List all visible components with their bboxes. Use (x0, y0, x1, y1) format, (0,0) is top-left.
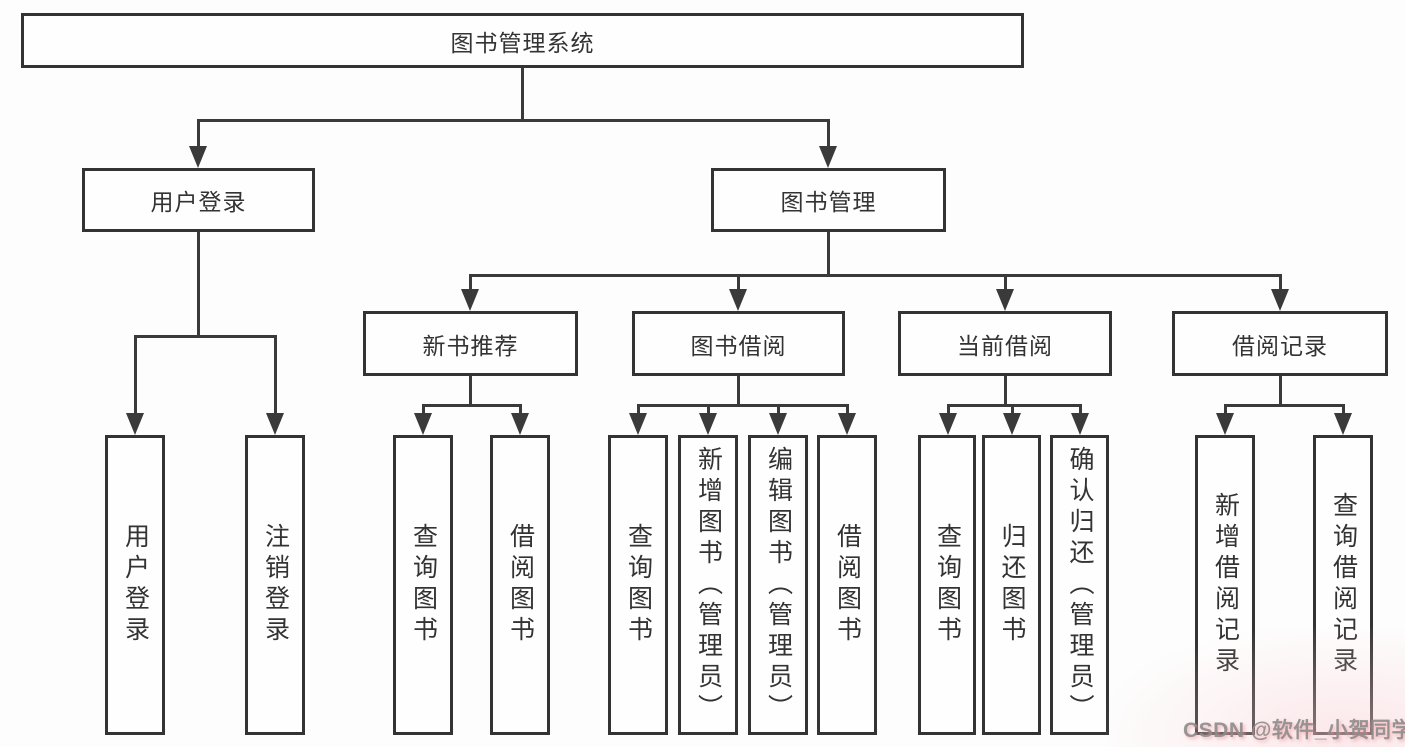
node-current-borrowing: 当前借阅 (898, 311, 1112, 376)
connector-line (469, 274, 1282, 277)
connector-line (1224, 404, 1227, 418)
connector-line (827, 230, 830, 277)
node-label: 借阅图书 (506, 523, 535, 647)
arrowhead-icon (699, 413, 717, 435)
connector-line (1279, 274, 1282, 294)
node-label: 当前借阅 (957, 332, 1053, 359)
arrowhead-icon (1071, 413, 1089, 435)
arrowhead-icon (1334, 413, 1352, 435)
arrowhead-icon (266, 413, 284, 435)
node-confirm-return-admin: 确认归还（管理员） (1050, 435, 1109, 735)
connector-line (947, 404, 1082, 407)
connector-line (469, 375, 472, 407)
connector-line (1079, 404, 1082, 418)
node-user-login-leaf: 用户登录 (105, 435, 165, 735)
connector-line (469, 274, 472, 294)
connector-line (1011, 404, 1014, 418)
connector-line (947, 404, 950, 418)
csdn-watermark: CSDN @软件_小贺同学 (1183, 719, 1405, 742)
arrowhead-icon (629, 413, 647, 435)
node-label: 用户登录 (150, 189, 247, 215)
connector-line (1004, 274, 1007, 294)
node-add-borrow-record: 新增借阅记录 (1195, 435, 1255, 735)
arrowhead-icon (511, 413, 529, 435)
node-query-books-recommend: 查询图书 (393, 435, 453, 735)
node-edit-books-admin: 编辑图书（管理员） (748, 435, 808, 735)
connector-line (777, 404, 780, 418)
node-label: 新书推荐 (422, 332, 519, 359)
connector-line (521, 66, 524, 122)
arrowhead-icon (189, 146, 207, 168)
connector-line (1342, 404, 1345, 418)
node-label: 归还图书 (998, 523, 1026, 647)
arrowhead-icon (996, 289, 1014, 311)
node-book-management: 图书管理 (711, 168, 946, 232)
connector-line (827, 119, 830, 151)
connector-line (737, 375, 740, 407)
connector-line (519, 404, 522, 418)
node-add-books-admin: 新增图书（管理员） (678, 435, 738, 735)
node-label: 注销登录 (261, 523, 290, 647)
connector-line (1279, 375, 1282, 407)
node-label: 图书管理 (780, 189, 877, 215)
node-label: 查询图书 (624, 523, 653, 647)
connector-line (1004, 375, 1007, 407)
connector-line (637, 404, 640, 418)
arrowhead-icon (414, 413, 432, 435)
node-label: 新增借阅记录 (1211, 492, 1240, 678)
node-label: 查询借阅记录 (1329, 492, 1358, 678)
node-logout-leaf: 注销登录 (245, 435, 305, 735)
node-label: 新增图书（管理员） (694, 445, 723, 725)
arrowhead-icon (126, 413, 144, 435)
arrowhead-icon (1003, 413, 1021, 435)
node-book-borrowing: 图书借阅 (632, 311, 845, 376)
connector-line (422, 404, 522, 407)
node-user-login: 用户登录 (82, 168, 315, 232)
node-query-books-current: 查询图书 (918, 435, 976, 735)
connector-line (134, 335, 277, 338)
connector-line (197, 119, 200, 151)
connector-line (197, 119, 830, 122)
arrowhead-icon (1271, 289, 1289, 311)
node-new-book-recommend: 新书推荐 (363, 311, 578, 376)
arrowhead-icon (769, 413, 787, 435)
arrowhead-icon (461, 289, 479, 311)
node-query-books-borrowing: 查询图书 (608, 435, 668, 735)
node-label: 图书管理系统 (450, 29, 595, 56)
node-label: 图书借阅 (690, 332, 787, 359)
arrowhead-icon (838, 413, 856, 435)
node-return-books: 归还图书 (982, 435, 1041, 735)
node-label: 借阅记录 (1232, 332, 1328, 359)
node-label: 编辑图书（管理员） (764, 445, 793, 725)
connector-line (707, 404, 710, 418)
node-label: 借阅图书 (833, 523, 862, 647)
connector-line (134, 335, 137, 417)
node-label: 确认归还（管理员） (1066, 445, 1094, 725)
node-system: 图书管理系统 (21, 13, 1024, 68)
connector-line (637, 404, 849, 407)
node-label: 用户登录 (121, 523, 150, 647)
node-label: 查询图书 (409, 523, 438, 647)
connector-line (846, 404, 849, 418)
node-borrow-books-recommend: 借阅图书 (490, 435, 550, 735)
connector-line (274, 335, 277, 417)
arrowhead-icon (729, 289, 747, 311)
node-borrow-books-borrowing: 借阅图书 (817, 435, 877, 735)
connector-line (1224, 404, 1345, 407)
connector-line (737, 274, 740, 294)
arrowhead-icon (819, 146, 837, 168)
connector-line (197, 230, 200, 338)
arrowhead-icon (939, 413, 957, 435)
node-query-borrow-record: 查询借阅记录 (1313, 435, 1373, 735)
arrowhead-icon (1216, 413, 1234, 435)
connector-line (422, 404, 425, 418)
node-borrowing-records: 借阅记录 (1172, 311, 1388, 376)
node-label: 查询图书 (933, 523, 962, 647)
